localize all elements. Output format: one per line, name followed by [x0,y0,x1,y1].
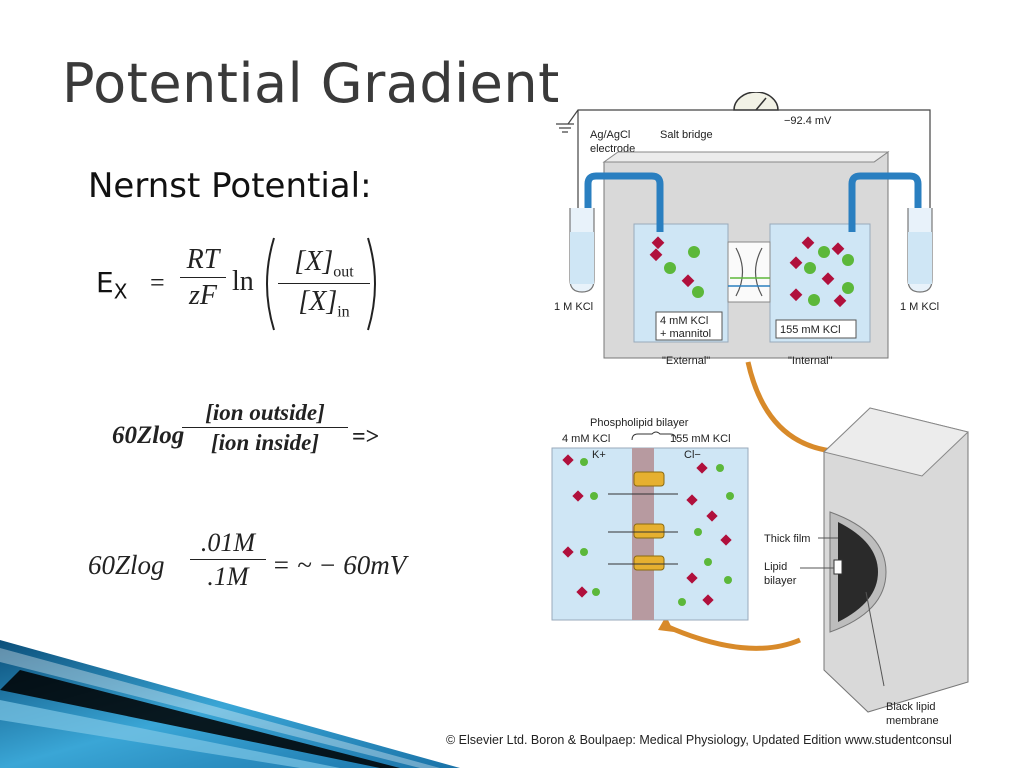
external-conc-label: 4 mM KCl [660,315,708,327]
slide-title: Potential Gradient [62,52,560,115]
nernst-equals: = [150,268,165,297]
ln-label: ln [232,266,254,297]
lipid-label-2: bilayer [764,575,797,587]
experiment-diagram: −92.4 mV Ag/AgCl electrode Salt bridge 1… [551,92,970,727]
left-paren [266,237,275,331]
eq2-arrow: => [352,424,380,450]
eq3-denominator: .1M [207,562,249,591]
nernst-rt-fraction: RT zF [180,244,226,312]
copyright-text: © Elsevier Ltd. Boron & Boulpaep: Medica… [446,733,952,747]
bilayer-left-conc: 4 mM KCl [562,433,610,445]
ex-symbol: EX [96,266,128,304]
eq2-denominator: [ion inside] [211,430,319,455]
x-out-numerator: [X]out [278,246,370,284]
external-chamber-label: "External" [662,355,710,367]
voltage-label: −92.4 mV [784,115,832,127]
ground-icon [556,123,574,133]
channels [608,471,678,571]
internal-chamber-label: "Internal" [788,355,833,367]
black-lipid-label: Black lipid [886,701,936,713]
black-lipid-membrane [838,522,878,622]
x-fraction: [X]out [X]in [278,246,370,321]
rt-numerator: RT [180,244,226,278]
bilayer-k-label: K+ [592,449,606,461]
arrow-to-bilayer [664,623,801,651]
eq3-numerator: .01M [190,528,266,560]
bilayer-right-conc: 155 mM KCl [670,433,731,445]
eq2-fraction: [ion outside] [ion inside] [182,400,348,456]
bilayer-bracket [631,431,677,441]
bilayer-title: Phospholipid bilayer [590,417,689,429]
arrow-to-membrane [745,361,849,455]
wire-right [778,109,931,212]
bilayer-cl-label: Cl− [684,449,701,461]
external-conc-label-2: + mannitol [660,328,711,340]
lipid-label: Lipid [764,561,787,573]
wire-left [567,109,734,212]
thick-film-label: Thick film [764,533,810,545]
test-tube-right [907,208,933,293]
slide-subtitle: Nernst Potential: [88,166,372,206]
right-paren [367,237,376,331]
eq2-numerator: [ion outside] [182,400,348,428]
electrode-label: Ag/AgCl [590,129,630,141]
eq3-result: = ~ − 60mV [272,550,407,580]
salt-bridge-right [848,172,922,240]
internal-conc-label: 155 mM KCl [780,324,841,336]
right-kcl-label: 1 M KCl [900,301,939,313]
membrane-block [822,407,970,713]
eq3-fraction: .01M .1M [190,528,266,592]
voltmeter [733,92,779,111]
black-lipid-label-2: membrane [886,715,939,727]
salt-bridge-label: Salt bridge [660,129,713,141]
x-in-denominator: [X]in [298,285,350,321]
decorative-banner [0,640,460,768]
eq3-prefix: 60Zlog [88,550,165,580]
test-tube-left [569,208,595,293]
eq2-prefix: 60Zlog [112,422,185,449]
zf-denominator: zF [189,280,217,311]
salt-bridge-left [584,172,664,240]
left-kcl-label: 1 M KCl [554,301,593,313]
